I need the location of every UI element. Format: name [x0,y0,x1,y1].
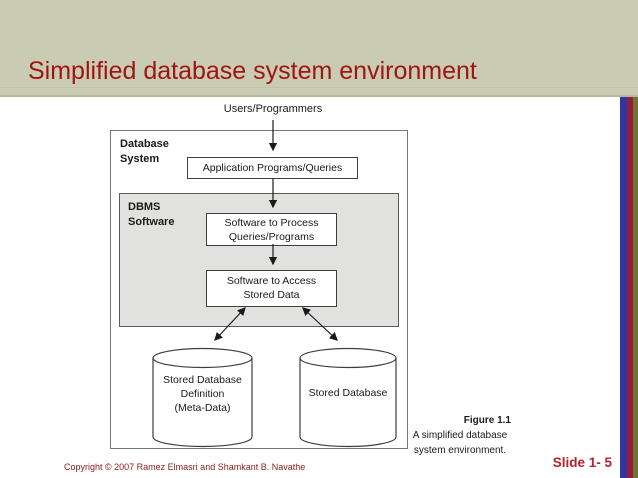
copyright-text: Copyright © 2007 Ramez Elmasri and Shamk… [64,462,306,472]
figure-caption: Figure 1.1 A simplified database system … [409,413,511,458]
dbms-software-label-line1: DBMS [128,201,161,213]
software-process-box: Software to Process Queries/Programs [206,213,337,246]
database-system-label: Database System [120,137,169,167]
software-access-box: Software to Access Stored Data [206,270,337,307]
stored-cylinder-label: Stored Database [308,387,388,399]
header-divider [0,87,638,88]
meta-cylinder-line2: Definition [180,388,225,400]
meta-cylinder-label: Stored Database Definition (Meta-Data) [142,373,263,415]
dbms-software-label: DBMS Software [128,200,174,230]
figure-caption-line1: A simplified database [412,430,508,441]
users-programmers-label: Users/Programmers [223,103,323,115]
figure-caption-line2: system environment. [413,445,507,456]
application-programs-box: Application Programs/Queries [187,157,358,179]
software-access-line1: Software to Access [226,275,317,287]
dbms-software-label-line2: Software [128,216,175,228]
slide-number: Slide 1- 5 [552,455,612,470]
meta-cylinder-line1: Stored Database [163,374,242,386]
database-system-label-line1: Database [120,138,169,150]
software-process-line2: Queries/Programs [228,231,315,243]
database-system-box [110,130,408,449]
software-process-line1: Software to Process [224,217,319,229]
accent-stripe-maroon [627,97,633,478]
accent-stripe-olive [633,97,638,478]
software-access-line2: Stored Data [243,289,300,301]
header-band [0,0,638,97]
figure-caption-title: Figure 1.1 [463,415,511,426]
database-system-label-line2: System [120,153,160,165]
accent-stripe-blue [620,97,627,478]
meta-cylinder-line3: (Meta-Data) [174,402,231,414]
slide-title: Simplified database system environment [28,57,477,85]
